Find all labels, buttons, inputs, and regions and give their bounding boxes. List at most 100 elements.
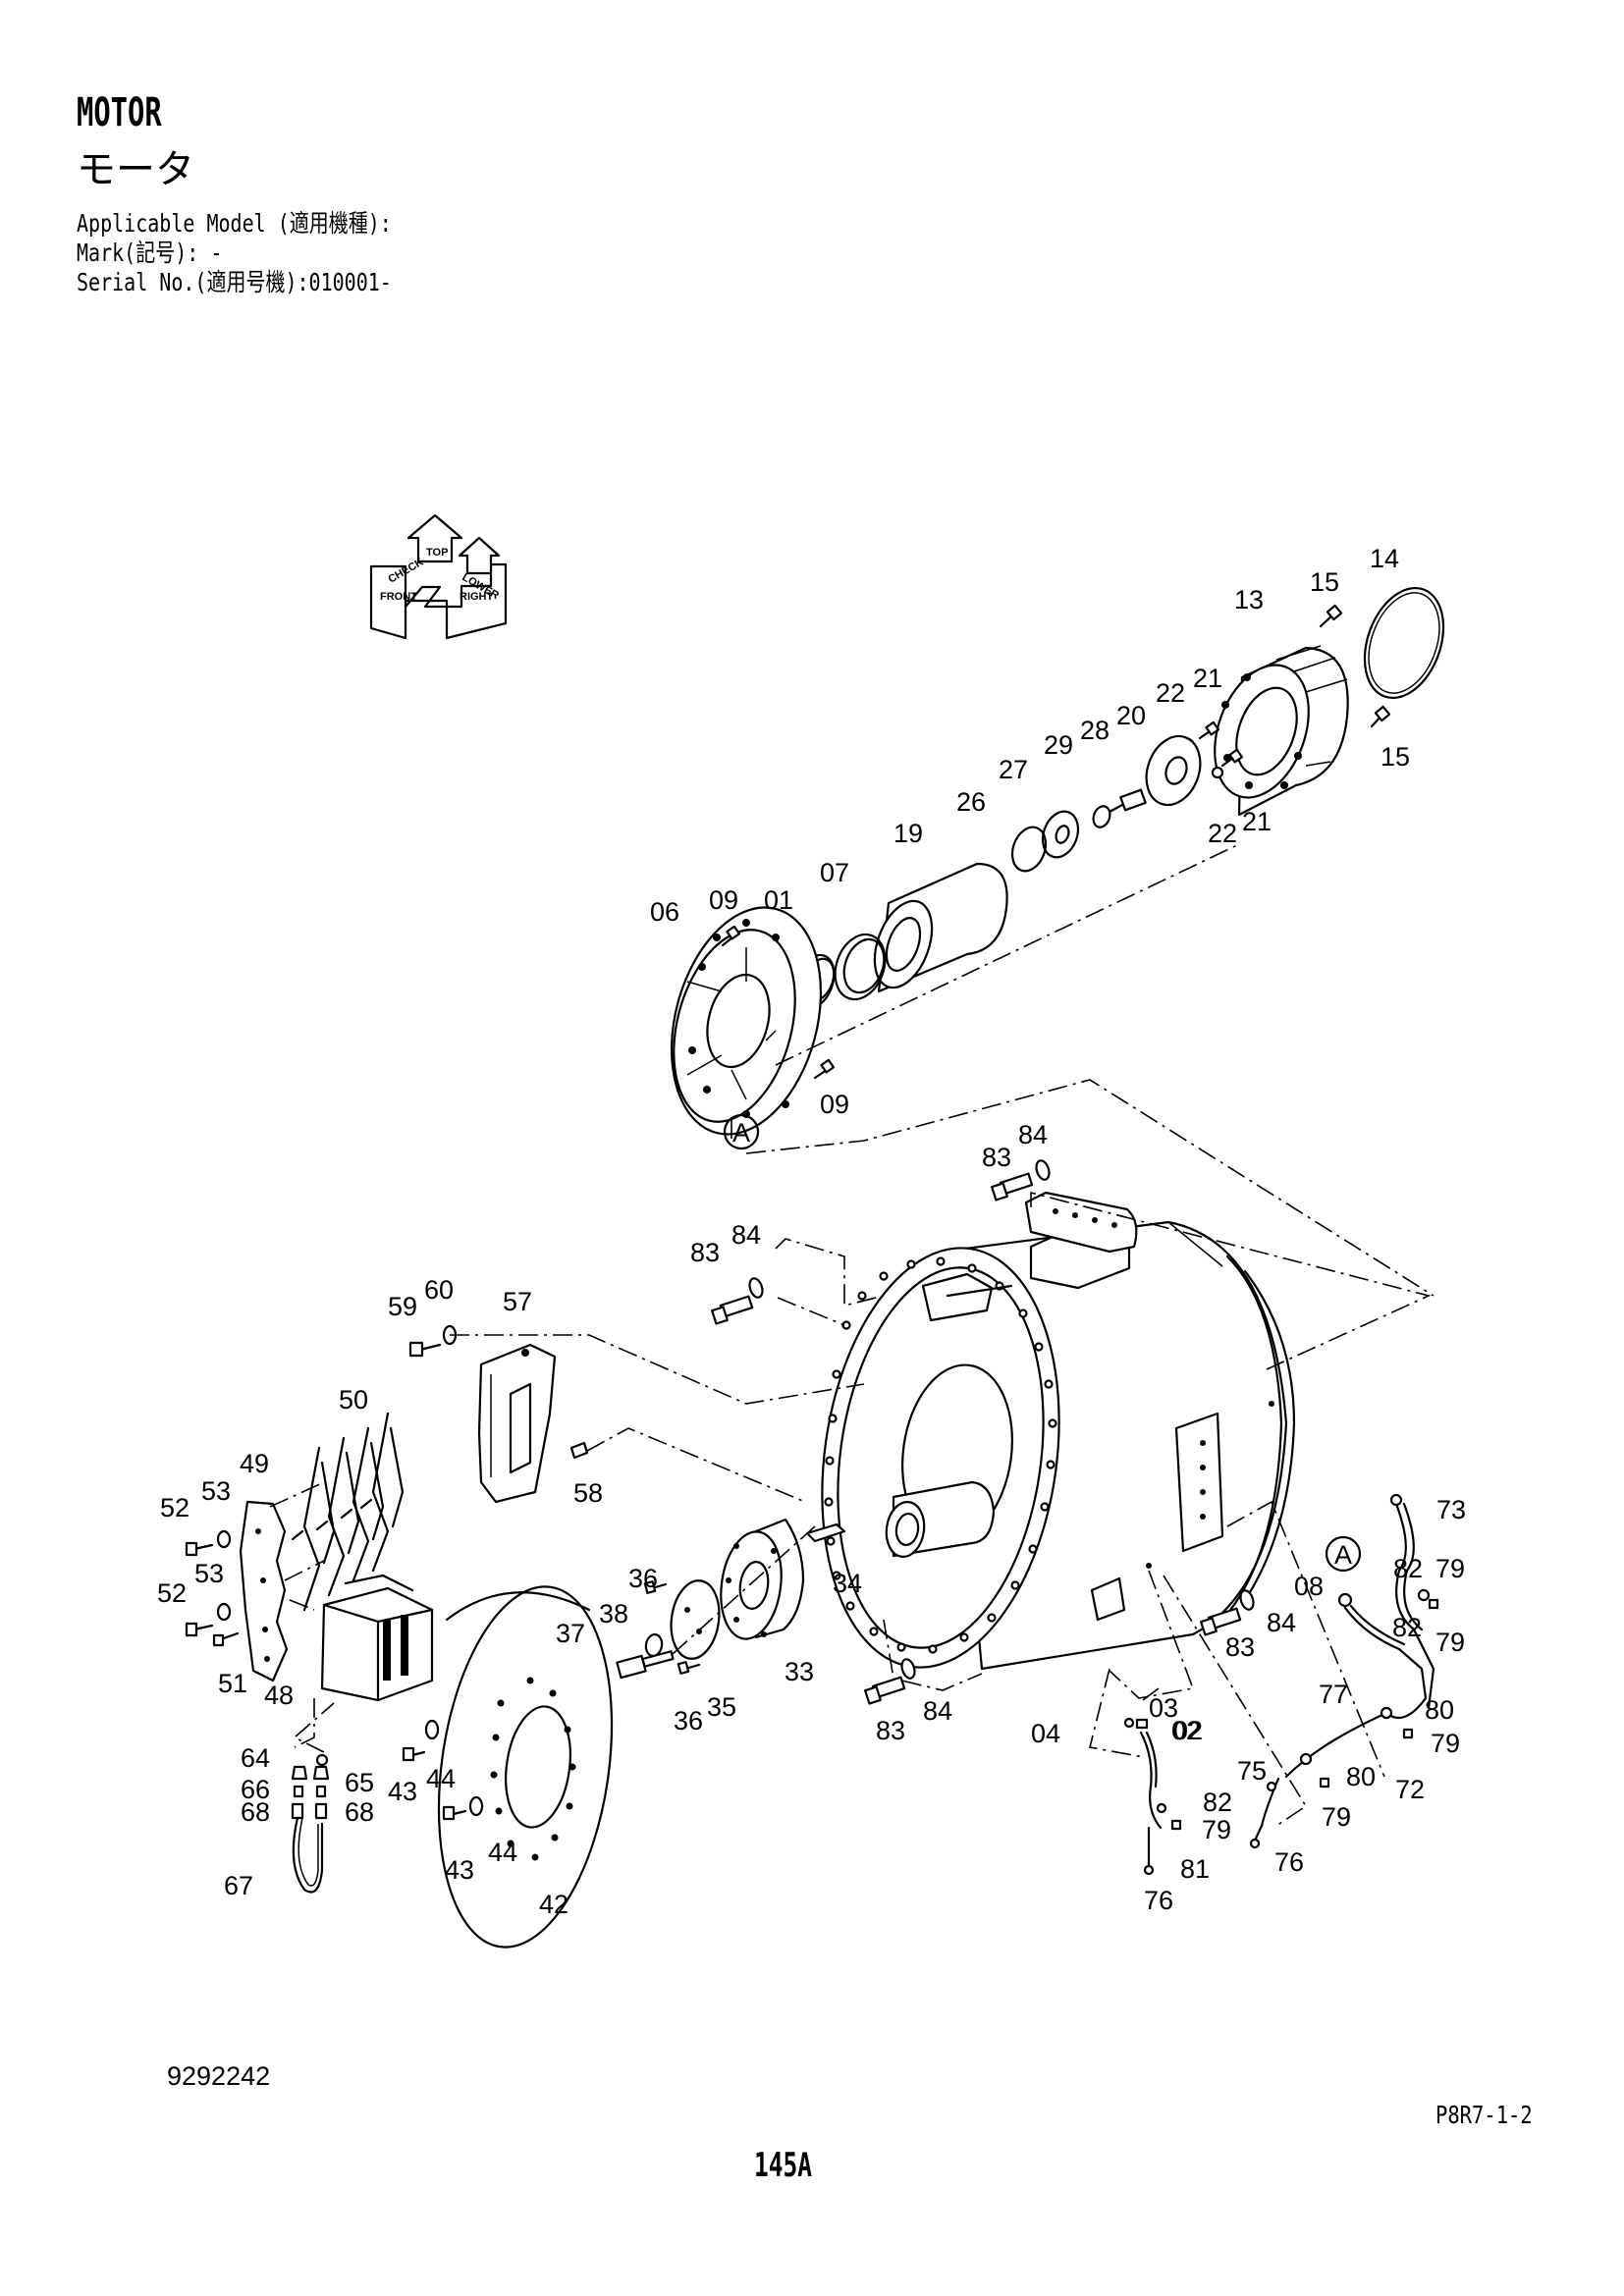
callout-label: 53 [201, 1476, 231, 1506]
callout-label: 37 [556, 1619, 585, 1648]
bolt-09-lower [813, 1058, 836, 1080]
callout-label: 15 [1310, 567, 1339, 597]
callout-label: 52 [160, 1493, 189, 1522]
callout-label: 21 [1242, 807, 1272, 836]
callout-label: 84 [923, 1696, 952, 1726]
washer-29 [1092, 805, 1111, 828]
callout-label: 44 [488, 1838, 517, 1867]
callout-label: 84 [1267, 1608, 1296, 1637]
callout-label: 67 [224, 1871, 253, 1900]
callout-label: 53 [194, 1559, 224, 1588]
callout-label: 22 [1156, 678, 1185, 708]
callout-label: 48 [264, 1681, 294, 1710]
callout-label: 01 [764, 885, 793, 915]
arrow-label-top: TOP [426, 547, 448, 559]
bolt-59 [408, 1341, 442, 1358]
callout-label: 64 [241, 1743, 270, 1773]
callout-label: 09 [820, 1090, 849, 1119]
orientation-arrow-icon: FRONT RIGHT TOP CHECK LOWER [369, 513, 508, 640]
o-ring-14 [1363, 586, 1445, 700]
callout-label: 35 [707, 1692, 736, 1722]
bolt-09-upper [721, 925, 741, 947]
callout-label: 27 [999, 755, 1028, 784]
callout-label: 38 [599, 1599, 628, 1629]
hose-assembly-67 [291, 1753, 330, 1894]
callout-label: 03 [1149, 1693, 1178, 1723]
callout-label: 76 [1274, 1847, 1304, 1877]
callout-label: 13 [1234, 585, 1264, 614]
end-bracket-06 [670, 906, 823, 1136]
callout-label: 77 [1319, 1680, 1348, 1709]
arrow-label-right: RIGHT [460, 591, 494, 603]
section-marker-a-right: A [1325, 1535, 1362, 1573]
brake-lever-57 [477, 1343, 557, 1504]
callout-label: 80 [1346, 1762, 1376, 1791]
brake-bracket-49 [239, 1500, 289, 1682]
callout-label: 80 [1425, 1695, 1454, 1725]
callout-label: 02 [1171, 1716, 1201, 1745]
bolt-15-upper [1319, 604, 1343, 628]
callout-label: 82 [1203, 1788, 1232, 1817]
callout-label: 26 [956, 787, 986, 817]
callout-label: 73 [1436, 1495, 1466, 1524]
hose-assembly-72 [1249, 1592, 1428, 1849]
coupling-33 [720, 1518, 805, 1640]
callout-label: 83 [982, 1143, 1011, 1172]
bolt-43-lower [442, 1805, 467, 1821]
callout-label: 60 [424, 1275, 454, 1305]
bolt-52-upper [185, 1541, 214, 1557]
spring-plates-50 [291, 1412, 405, 1612]
bearing-housing-13 [1214, 645, 1349, 817]
callout-label: 50 [339, 1385, 368, 1415]
callout-label: 79 [1202, 1815, 1231, 1844]
callout-label: 33 [785, 1657, 814, 1686]
callout-label: 79 [1322, 1802, 1351, 1832]
callout-label: 15 [1380, 742, 1410, 772]
callout-label: 44 [426, 1764, 456, 1793]
brake-caliper-48 [320, 1574, 434, 1702]
callout-label: 83 [1225, 1632, 1255, 1662]
callout-label: 19 [893, 819, 923, 848]
bearing-cover-20 [1145, 734, 1202, 807]
callout-label: 09 [709, 885, 738, 915]
bolt-21-lower [1211, 748, 1244, 779]
drawing-number: 9292242 [167, 2061, 271, 2091]
washer-44-lower [468, 1795, 484, 1817]
callout-label: 06 [650, 897, 679, 927]
bolt-28 [1108, 788, 1147, 814]
bolt-36-lower [677, 1661, 701, 1675]
callout-label: 07 [820, 858, 849, 887]
section-marker-a-top: A [723, 1113, 760, 1150]
callout-label: 43 [388, 1777, 417, 1806]
callout-label: 82 [1393, 1554, 1423, 1583]
bolt-15-lower [1370, 705, 1391, 728]
callout-label: 84 [1018, 1120, 1048, 1149]
section-marker-a-right-label: A [1334, 1540, 1352, 1570]
key-34 [805, 1522, 846, 1543]
bolt-52-lower [185, 1622, 214, 1637]
callout-label: 20 [1116, 701, 1146, 730]
applicable-model-line: Applicable Model (適用機種): [77, 209, 392, 238]
callout-label: 52 [157, 1578, 187, 1608]
callout-label: 14 [1370, 544, 1399, 573]
snap-ring-26 [1010, 826, 1048, 873]
hose-assembly-82-left [1123, 1717, 1182, 1876]
arrow-label-front: FRONT [380, 591, 417, 603]
callout-label: 65 [345, 1768, 374, 1797]
plate-35 [670, 1579, 721, 1660]
bolt-43-upper [402, 1746, 426, 1762]
callout-label: 36 [628, 1564, 658, 1593]
page-title-japanese: モータ [77, 147, 194, 192]
washer-44-upper [424, 1719, 440, 1740]
mark-line: Mark(記号): - [77, 239, 223, 267]
bolt-83-bottom [864, 1658, 916, 1705]
callout-label: 02 [1173, 1716, 1203, 1745]
rear-cover-assembly [670, 586, 1445, 1297]
bolt-51 [212, 1631, 240, 1647]
callout-label: 72 [1395, 1775, 1425, 1804]
page-reference: P8R7-1-2 [1435, 2101, 1533, 2129]
callout-label: 04 [1031, 1719, 1060, 1748]
callout-label: 83 [690, 1238, 720, 1267]
